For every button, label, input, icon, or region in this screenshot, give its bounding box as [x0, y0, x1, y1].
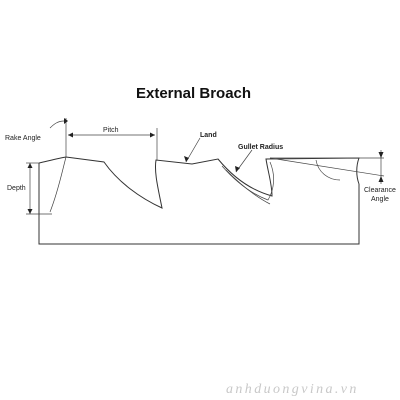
clearance-arrowhead-top: [378, 152, 384, 158]
land-label: Land: [200, 132, 217, 139]
rake-face-line: [49, 156, 67, 213]
watermark-text: anhduongvina.vn: [226, 382, 359, 397]
pitch-arrowhead-left: [68, 132, 73, 138]
gullet-radius-arrowhead: [235, 166, 240, 172]
clearance-arrowhead-bottom: [378, 176, 384, 182]
pitch-label: Pitch: [103, 127, 119, 134]
rake-angle-label: Rake Angle: [5, 135, 41, 142]
broach-body-outline: [38, 163, 360, 245]
gullet-radius-second-curve: [225, 169, 271, 205]
land-arrowhead: [184, 156, 189, 162]
gullet-radius-label: Gullet Radius: [238, 144, 283, 151]
clearance-angle-line: [269, 157, 385, 177]
depth-arrowhead-top: [27, 163, 33, 168]
gullet-radius-inner-curve: [221, 161, 274, 201]
clearance-angle-label-line2: Angle: [371, 196, 389, 203]
tooth-profile-top: [38, 156, 360, 209]
rake-angle-arc: [49, 120, 65, 129]
depth-label: Depth: [7, 185, 26, 192]
pitch-arrowhead-right: [150, 132, 155, 138]
clearance-tooth-curve: [315, 159, 341, 181]
clearance-angle-label-line1: Clearance: [364, 187, 396, 194]
rake-angle-arrowhead: [64, 118, 68, 124]
depth-arrowhead-bottom: [27, 209, 33, 214]
diagram-title: External Broach: [136, 85, 251, 102]
